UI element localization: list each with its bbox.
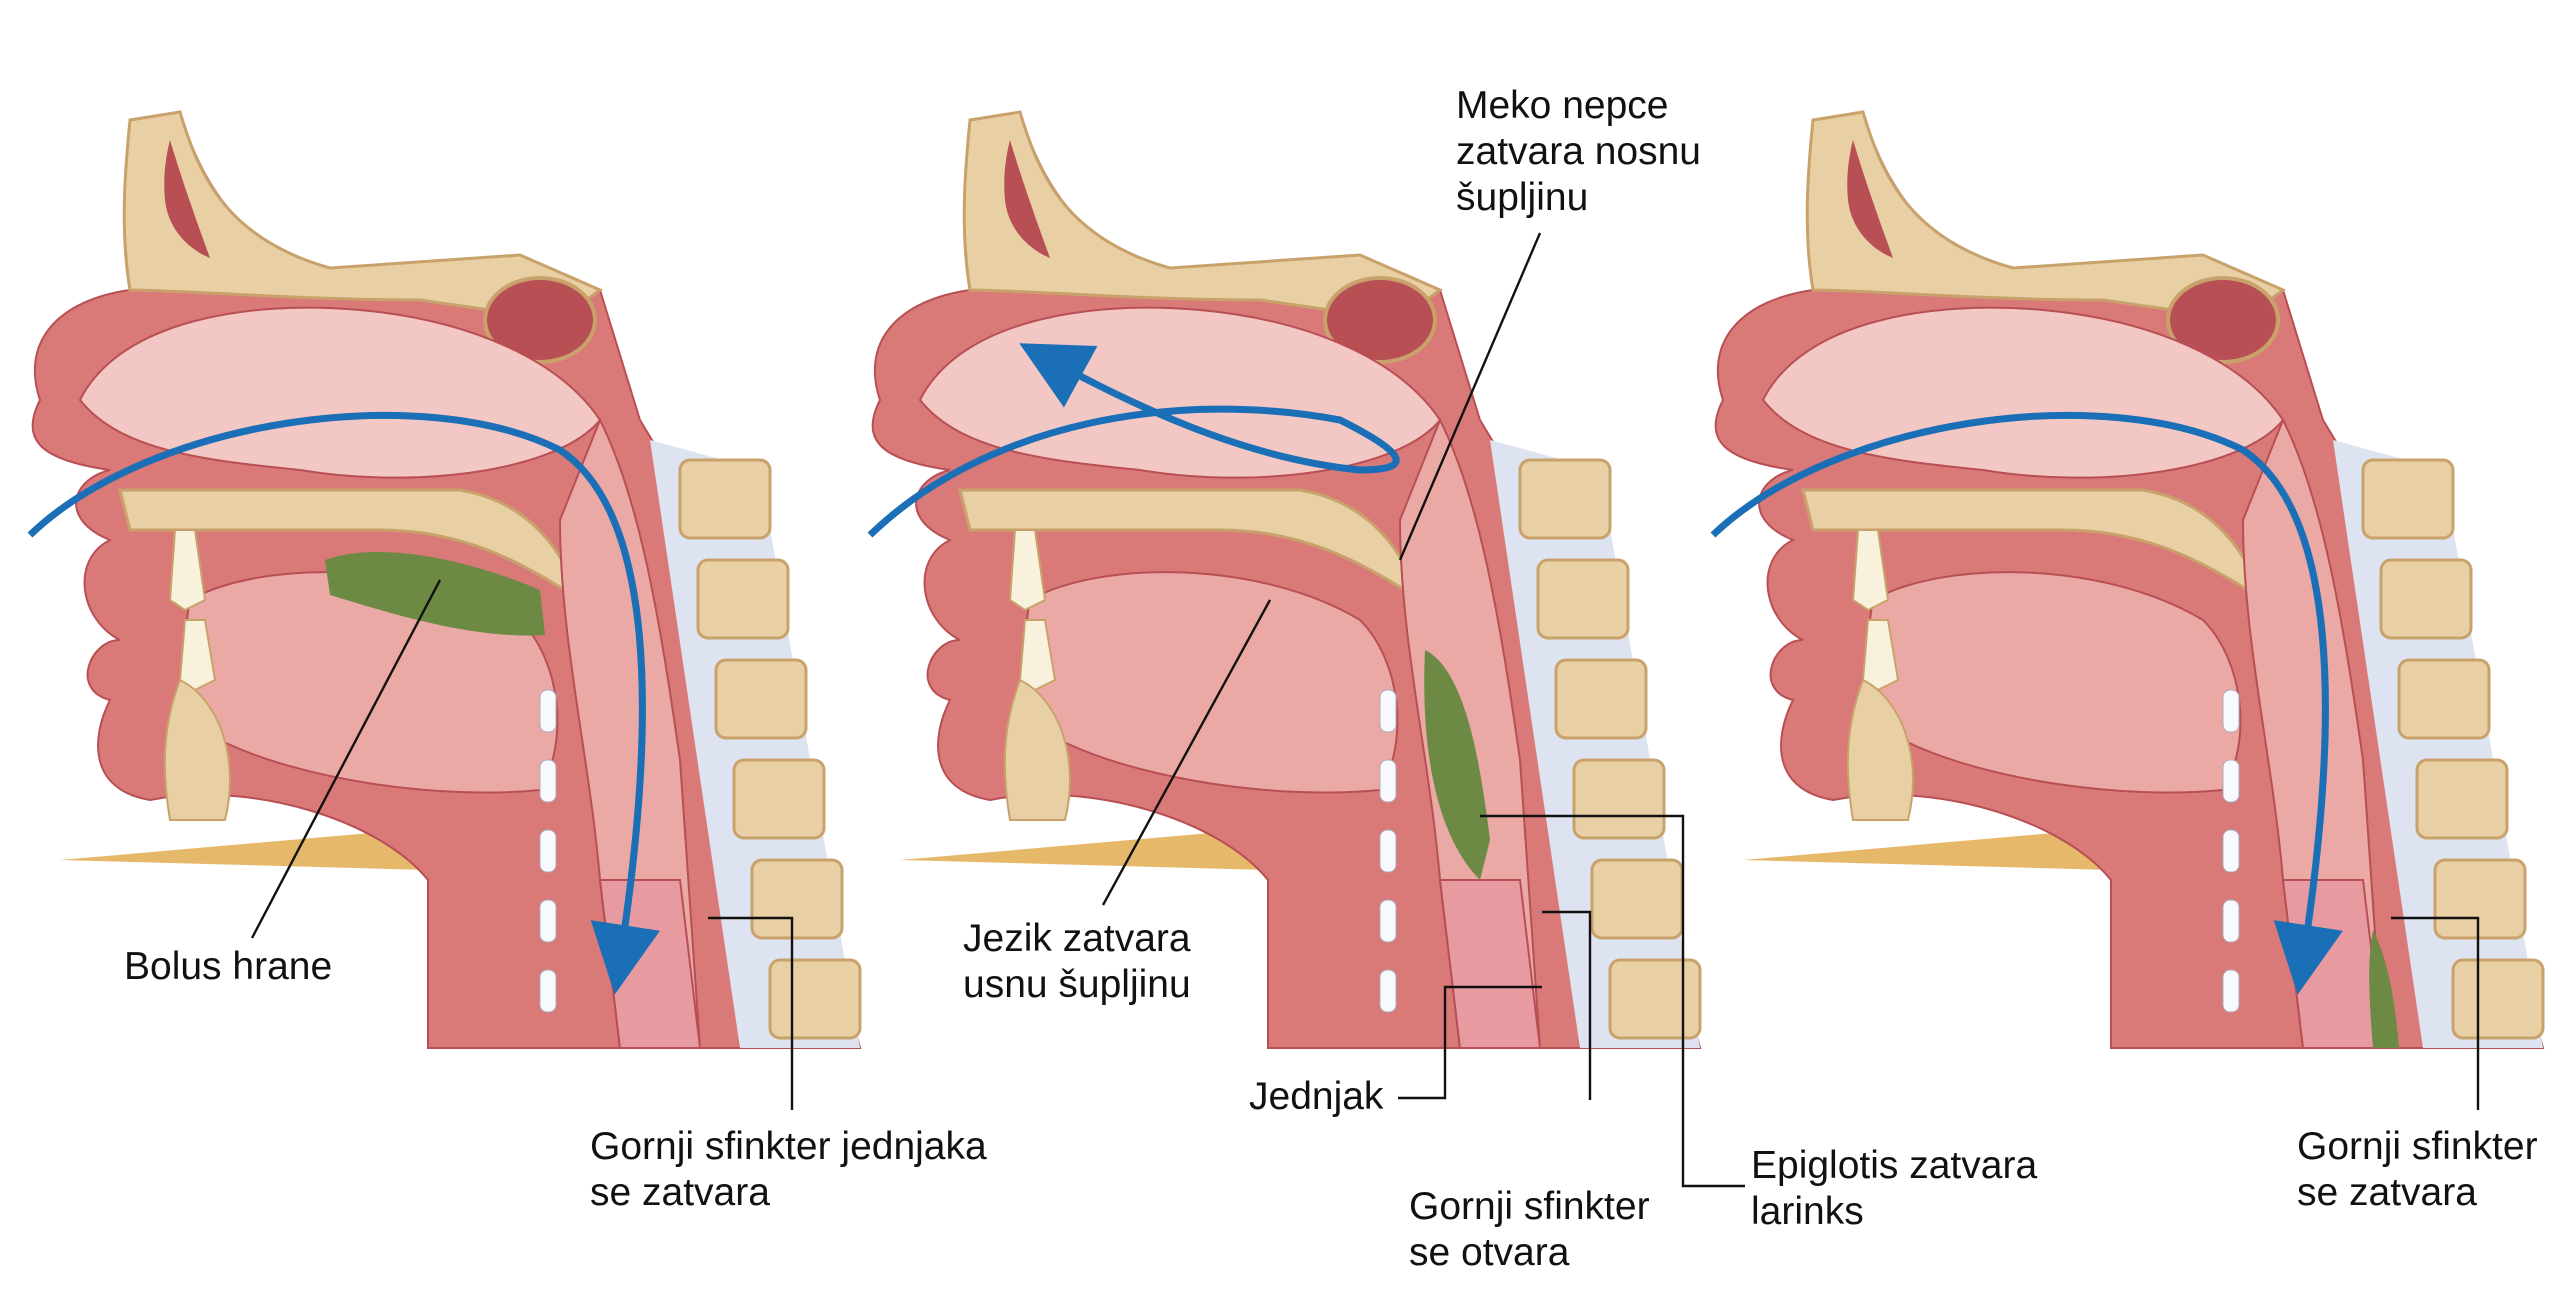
vertebra xyxy=(2451,958,2545,1040)
jaw-bone xyxy=(1846,678,1914,821)
label-epiglottis-closes-larynx: Epiglotis zatvara larinks xyxy=(1751,1144,2038,1233)
label-soft-palate: Meko nepce zatvara nosnu šupljinu xyxy=(1456,84,1701,219)
sinus xyxy=(2166,276,2280,364)
sinus xyxy=(1323,276,1437,364)
tracheal-ring xyxy=(2222,759,2240,803)
tracheal-ring xyxy=(2222,969,2240,1013)
tracheal-ring xyxy=(539,689,557,733)
vertebra xyxy=(750,858,844,940)
vertebra xyxy=(1608,958,1702,1040)
leader-upper-sphincter-closes-2 xyxy=(2391,916,2480,1110)
food-bolus xyxy=(2369,930,2399,1048)
tracheal-ring xyxy=(539,899,557,943)
head-section-2 xyxy=(867,110,1702,1049)
lower-tooth xyxy=(1861,619,1900,692)
vertebra xyxy=(1536,558,1630,640)
tracheal-ring xyxy=(539,829,557,873)
label-bolus: Bolus hrane xyxy=(124,945,333,988)
label-upper-sphincter-closes: Gornji sfinkter jednjaka se zatvara xyxy=(590,1125,987,1214)
vertebra xyxy=(678,458,772,540)
lower-tooth xyxy=(1018,619,1057,692)
upper-tooth xyxy=(1851,529,1890,612)
leader-bolus xyxy=(250,579,442,939)
vertebra xyxy=(2361,458,2455,540)
head-section-1 xyxy=(27,110,862,1049)
leader-tongue xyxy=(1101,599,1272,906)
nostril-cavity xyxy=(1847,140,1893,258)
jaw-bone xyxy=(163,678,231,821)
esophagus xyxy=(1438,879,1542,1049)
label-esophagus: Jednjak xyxy=(1249,1075,1384,1118)
label-upper-sphincter-opens: Gornji sfinkter se otvara xyxy=(1409,1185,1650,1274)
vertebra xyxy=(768,958,862,1040)
vertebra xyxy=(1572,758,1666,840)
flow-arrow xyxy=(27,411,660,995)
lower-tooth xyxy=(178,619,217,692)
tracheal-ring xyxy=(2222,899,2240,943)
flow-arrow xyxy=(1710,411,2343,995)
tracheal-ring xyxy=(539,759,557,803)
sinus xyxy=(483,276,597,364)
nostril-cavity xyxy=(1004,140,1050,258)
nasal-bone xyxy=(962,110,1443,322)
food-bolus xyxy=(325,551,545,636)
tracheal-ring xyxy=(1379,899,1397,943)
head-section-3 xyxy=(1710,110,2545,1049)
tracheal-ring xyxy=(2222,829,2240,873)
upper-tooth xyxy=(1008,529,1047,612)
vertebra xyxy=(2379,558,2473,640)
vertebra xyxy=(1518,458,1612,540)
nasal-bone xyxy=(122,110,603,322)
label-tongue-closes-mouth: Jezik zatvara usnu šupljinu xyxy=(963,917,1191,1006)
leader-upper-sphincter-closes xyxy=(708,916,794,1110)
jaw-bone xyxy=(1003,678,1071,821)
vertebra xyxy=(2415,758,2509,840)
vertebra xyxy=(1590,858,1684,940)
vertebra xyxy=(1554,658,1648,740)
vertebra xyxy=(732,758,826,840)
food-bolus xyxy=(1424,650,1490,880)
vertebra xyxy=(2433,858,2527,940)
nostril-cavity xyxy=(164,140,210,258)
vertebra xyxy=(2397,658,2491,740)
tracheal-ring xyxy=(2222,689,2240,733)
leader-upper-sphincter-opens xyxy=(1542,910,1592,1100)
upper-tooth xyxy=(168,529,207,612)
leader-esophagus xyxy=(1398,985,1542,1100)
leader-soft-palate xyxy=(1398,232,1542,561)
leader-epiglottis xyxy=(1480,814,1745,1188)
tracheal-ring xyxy=(1379,759,1397,803)
vertebra xyxy=(696,558,790,640)
flow-arrow xyxy=(867,343,1400,538)
label-upper-sphincter-closes-2: Gornji sfinkter se zatvara xyxy=(2297,1125,2538,1214)
vertebra xyxy=(714,658,808,740)
nasal-bone xyxy=(1805,110,2286,322)
tracheal-ring xyxy=(539,969,557,1013)
tracheal-ring xyxy=(1379,829,1397,873)
tracheal-ring xyxy=(1379,689,1397,733)
tracheal-ring xyxy=(1379,969,1397,1013)
